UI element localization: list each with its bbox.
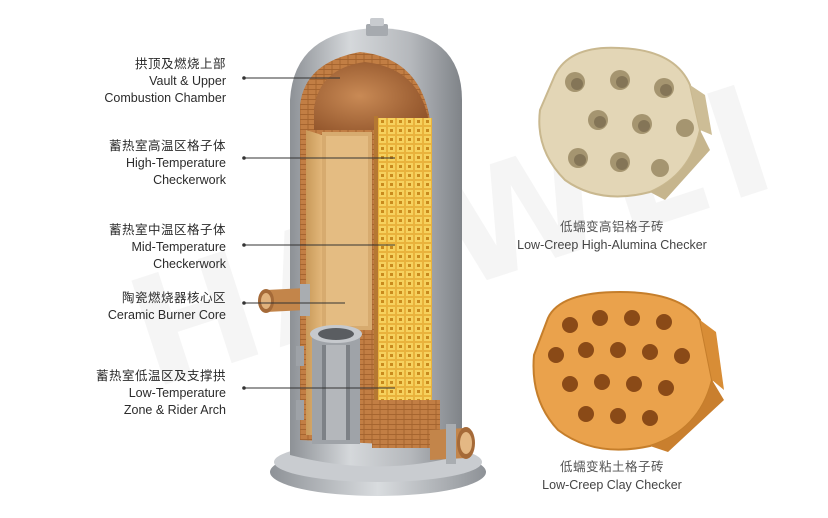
label-burner-core: 陶瓷燃烧器核心区 Ceramic Burner Core	[6, 290, 226, 324]
clay-checker-brick	[532, 290, 724, 452]
label-vault-zh: 拱顶及燃烧上部	[134, 57, 226, 71]
label-mid-temp-en1: Mid-Temperature	[131, 240, 226, 254]
caption-clay-zh: 低蠕变粘土格子砖	[559, 460, 664, 474]
label-low-temp-en2: Zone & Rider Arch	[123, 403, 226, 417]
label-vault-en1: Vault & Upper	[149, 74, 226, 88]
label-mid-temp-en2: Checkerwork	[153, 257, 226, 271]
label-low-temp-zh: 蓄热室低温区及支撑拱	[95, 369, 226, 383]
label-low-temp-en1: Low-Temperature	[128, 386, 226, 400]
label-high-temp-en2: Checkerwork	[153, 173, 226, 187]
label-mid-temp: 蓄热室中温区格子体 Mid-Temperature Checkerwork	[6, 222, 226, 273]
dome-interior	[314, 62, 428, 130]
high-alumina-checker-brick	[538, 46, 712, 200]
label-mid-temp-zh: 蓄热室中温区格子体	[108, 223, 226, 237]
label-burner-core-en1: Ceramic Burner Core	[107, 308, 226, 322]
label-low-temp: 蓄热室低温区及支撑拱 Low-Temperature Zone & Rider …	[6, 368, 226, 419]
leader-lines	[244, 77, 395, 389]
checkerwork-mid	[376, 228, 432, 338]
checkerwork-low	[376, 338, 432, 400]
label-burner-core-zh: 陶瓷燃烧器核心区	[121, 291, 226, 305]
rider-arch	[372, 400, 440, 448]
caption-clay-en: Low-Creep Clay Checker	[542, 478, 682, 492]
label-vault: 拱顶及燃烧上部 Vault & Upper Combustion Chamber	[6, 56, 226, 107]
label-vault-en2: Combustion Chamber	[104, 91, 226, 105]
checkerwork-high	[376, 118, 432, 228]
caption-high-alumina-zh: 低蠕变高铝格子砖	[559, 220, 664, 234]
label-high-temp-en1: High-Temperature	[125, 156, 226, 170]
label-high-temp: 蓄热室高温区格子体 High-Temperature Checkerwork	[6, 138, 226, 189]
caption-high-alumina-en: Low-Creep High-Alumina Checker	[517, 238, 707, 252]
burner-side-nozzle	[266, 288, 306, 312]
label-high-temp-zh: 蓄热室高温区格子体	[108, 139, 226, 153]
caption-clay: 低蠕变粘土格子砖 Low-Creep Clay Checker	[492, 458, 732, 494]
caption-high-alumina: 低蠕变高铝格子砖 Low-Creep High-Alumina Checker	[492, 218, 732, 254]
left-flange-upper	[296, 346, 304, 366]
top-nozzle	[366, 24, 388, 36]
left-flange-lower	[296, 400, 304, 420]
